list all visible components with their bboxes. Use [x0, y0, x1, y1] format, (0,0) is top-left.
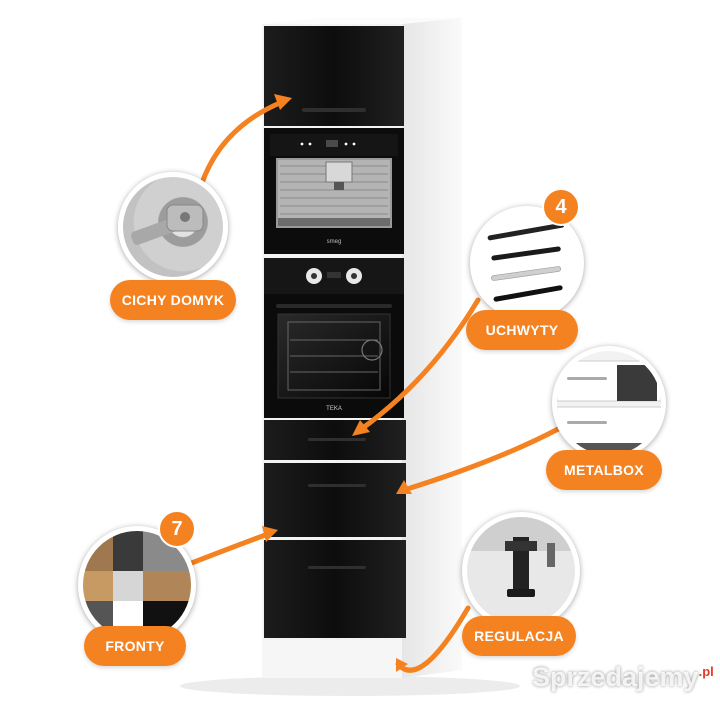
watermark-suffix: .pl [698, 664, 714, 679]
oven-brand-label: TEKA [326, 406, 342, 412]
handles-count-badge: 4 [542, 188, 580, 226]
label-metalbox: METALBOX [546, 450, 662, 490]
arrow-legs [395, 605, 471, 673]
watermark: Sprzedajemy.pl [532, 662, 714, 693]
plinth [262, 640, 402, 678]
top-door [264, 26, 404, 126]
top-door-handle [302, 108, 366, 112]
label-cichy-domyk: CICHY DOMYK [110, 280, 236, 320]
legs-detail-photo [462, 512, 580, 630]
arrow-heads [262, 94, 412, 672]
fronts-count-badge: 7 [158, 510, 196, 548]
drawer-1-handle [308, 438, 366, 441]
drawer-2 [264, 463, 406, 537]
coffee-brand-label: smeg [327, 239, 342, 245]
oven: TEKA [264, 258, 404, 418]
arrow-drawers [401, 425, 563, 493]
label-uchwyty: UCHWYTY [466, 310, 578, 350]
drawer-3 [264, 540, 406, 638]
drawer-1 [264, 420, 406, 460]
oven-handle [276, 304, 392, 308]
label-fronty: FRONTY [84, 626, 186, 666]
coffee-machine: smeg [264, 128, 404, 254]
drawer-2-handle [308, 484, 366, 487]
watermark-text: Sprzedajemy [532, 662, 699, 692]
label-regulacja: REGULACJA [462, 616, 576, 656]
arrow-fronts [181, 531, 271, 569]
hinge-detail-photo [118, 172, 228, 282]
arrow-handles [357, 297, 481, 433]
drawer-3-handle [308, 566, 366, 569]
floor-shadow [180, 676, 520, 696]
metalbox-detail-photo [552, 346, 666, 460]
